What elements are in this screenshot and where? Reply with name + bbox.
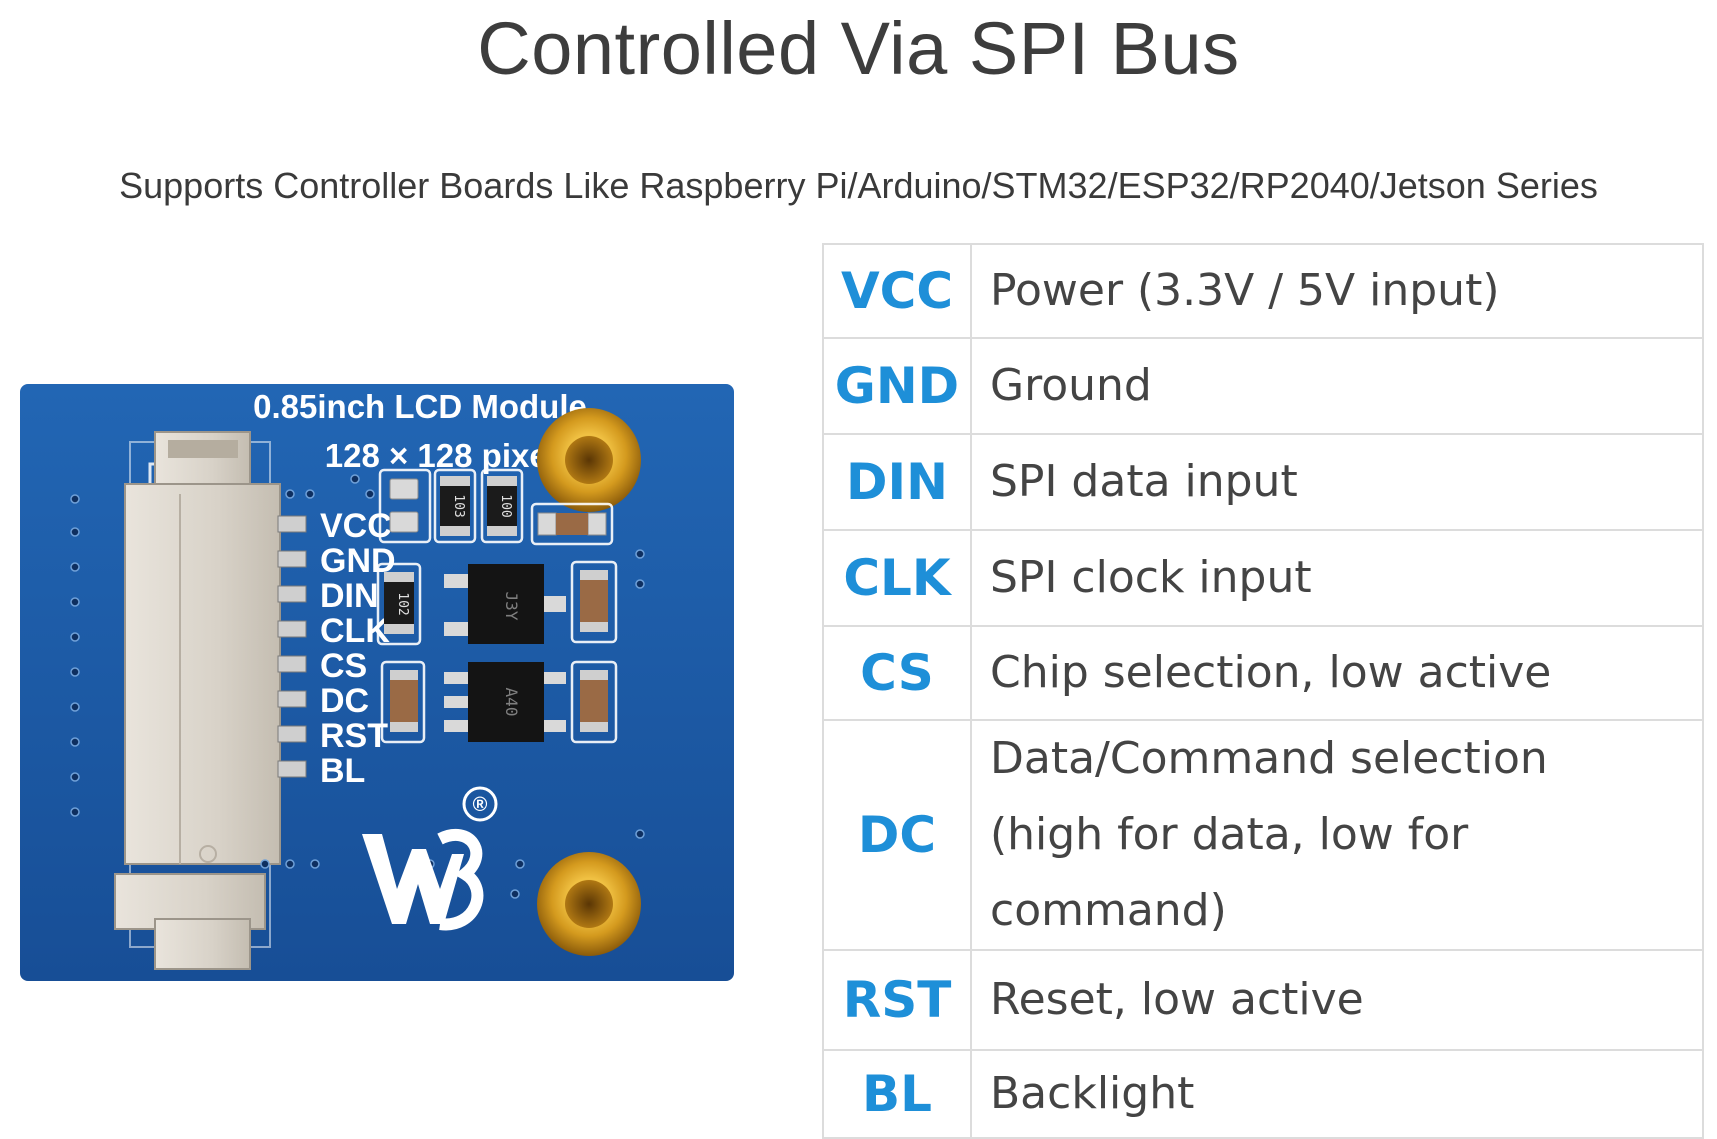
lcd-module-photo: 0.85inch LCD Module 128 × 128 pixels VCC… (20, 384, 734, 981)
waveshare-logo: ® (362, 786, 498, 931)
svg-text:102: 102 (395, 592, 410, 615)
pin-name: BL (822, 1049, 972, 1139)
sot23-regulator: A40 (444, 662, 566, 742)
pin-name: CLK (822, 529, 972, 627)
svg-text:A40: A40 (502, 688, 521, 717)
board-pin-bl: BL (320, 752, 365, 790)
board-pin-rst: RST (320, 717, 388, 755)
sot23-transistor: J3Y (444, 564, 566, 644)
pin-description-line1: Data/Command selection (990, 733, 1548, 784)
table-row: BL Backlight (822, 1049, 1704, 1139)
svg-text:J3Y: J3Y (502, 592, 521, 621)
page-subtitle: Supports Controller Boards Like Raspberr… (119, 165, 1598, 206)
table-row: CS Chip selection, low active (822, 625, 1704, 721)
board-pin-cs: CS (320, 647, 367, 685)
pin-name: CS (822, 625, 972, 721)
board-pin-dc: DC (320, 682, 369, 720)
page-title: Controlled Via SPI Bus (477, 7, 1240, 90)
table-row: DC Data/Command selection (high for data… (822, 719, 1704, 951)
fpc-connector (114, 431, 281, 970)
table-row: GND Ground (822, 337, 1704, 435)
smd-capacitors (390, 513, 608, 732)
board-pin-gnd: GND (320, 542, 396, 580)
pin-description: Reset, low active (970, 949, 1704, 1051)
board-title-line1: 0.85inch LCD Module (253, 388, 587, 425)
board-pin-din: DIN (320, 577, 379, 615)
pin-name: DIN (822, 433, 972, 531)
pin-description-table: VCC Power (3.3V / 5V input) GND Ground D… (822, 243, 1704, 1139)
svg-text:®: ® (473, 794, 488, 816)
smd-resistors: 103 100 102 (384, 476, 517, 634)
mounting-hole-bottom (537, 852, 641, 956)
mounting-hole-top (537, 408, 641, 512)
table-row: VCC Power (3.3V / 5V input) (822, 243, 1704, 339)
svg-text:103: 103 (451, 494, 466, 517)
pin-description: Data/Command selection (high for data, l… (970, 719, 1704, 951)
pin-name: DC (822, 719, 972, 951)
pin-description: SPI clock input (970, 529, 1704, 627)
pin-name: RST (822, 949, 972, 1051)
table-row: RST Reset, low active (822, 949, 1704, 1051)
pin-name: VCC (822, 243, 972, 339)
pin-name: GND (822, 337, 972, 435)
pin-description: Power (3.3V / 5V input) (970, 243, 1704, 339)
pin-description: Chip selection, low active (970, 625, 1704, 721)
board-title-line2: 128 × 128 pixels (325, 437, 575, 474)
pin-description: SPI data input (970, 433, 1704, 531)
pin-description-line2: (high for data, low for command) (990, 809, 1469, 936)
table-row: CLK SPI clock input (822, 529, 1704, 627)
table-row: DIN SPI data input (822, 433, 1704, 531)
connector-pads (277, 515, 307, 778)
pin-description: Ground (970, 337, 1704, 435)
pin-description: Backlight (970, 1049, 1704, 1139)
svg-text:100: 100 (498, 494, 513, 517)
